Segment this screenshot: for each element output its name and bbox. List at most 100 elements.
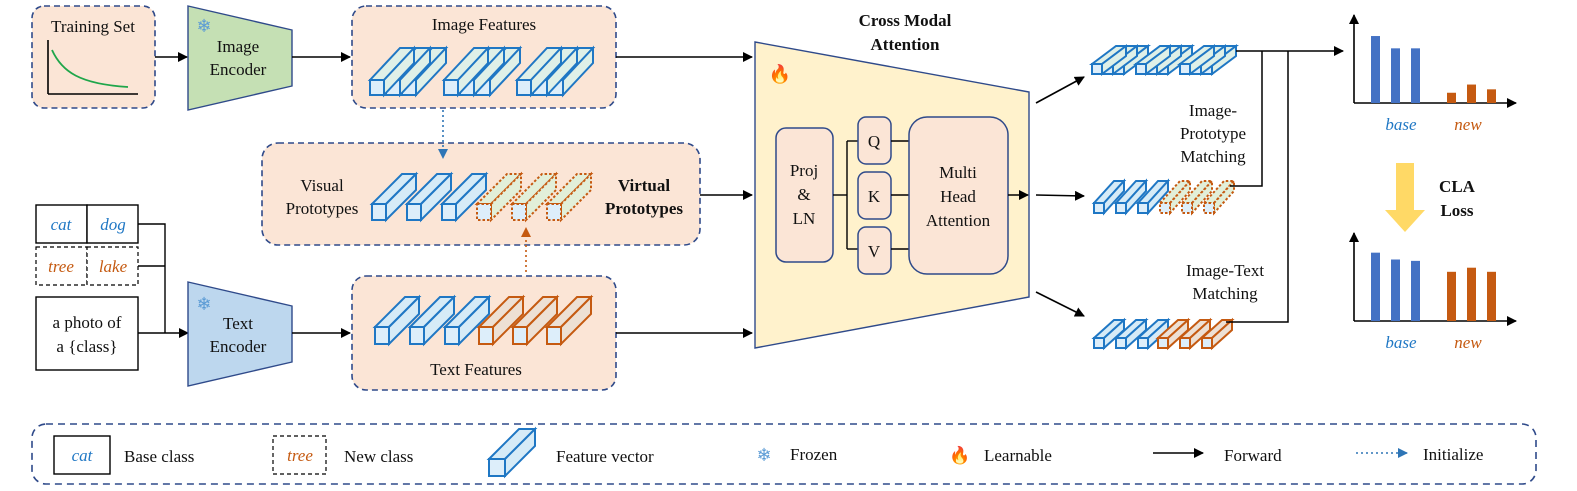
proj-label-2: & bbox=[797, 185, 810, 204]
output-text-vector bbox=[1199, 317, 1235, 351]
virtual-prototype-vector bbox=[544, 171, 594, 223]
k-label: K bbox=[868, 187, 881, 206]
cla-loss-label-1: CLA bbox=[1439, 177, 1476, 196]
prompt-line-2: a {class} bbox=[56, 337, 117, 356]
legend-base-label: Base class bbox=[124, 447, 194, 466]
class-lake: lake bbox=[99, 257, 128, 276]
image-encoder: ❄ Image Encoder bbox=[187, 5, 293, 111]
visual-prototypes-label-1: Visual bbox=[300, 176, 344, 195]
class-connector-top bbox=[138, 223, 166, 333]
legend-new-label: New class bbox=[344, 447, 413, 466]
chart-group-label-base: base bbox=[1385, 333, 1417, 352]
cla-loss-arrow bbox=[1385, 163, 1425, 232]
output-virtual-vector bbox=[1201, 178, 1237, 216]
cma-title-1: Cross Modal bbox=[859, 11, 952, 30]
chart-before: base new bbox=[1349, 14, 1517, 134]
cross-modal-attention: Cross Modal Attention 🔥 Proj & LN Q K V … bbox=[754, 11, 1030, 349]
image-features-panel: Image Features bbox=[351, 5, 617, 109]
frozen-icon: ❄ bbox=[196, 16, 211, 36]
output-feature-blocks bbox=[1089, 44, 1239, 351]
ip-matching-3: Matching bbox=[1180, 147, 1246, 166]
mha-label-3: Attention bbox=[926, 211, 991, 230]
virtual-prototypes-label-2: Prototypes bbox=[605, 199, 683, 218]
class-cat: cat bbox=[51, 215, 73, 234]
training-set-panel: Training Set bbox=[31, 5, 156, 109]
image-encoder-label-1: Image bbox=[217, 37, 259, 56]
chart-group-label-new: new bbox=[1454, 115, 1482, 134]
legend-feature-label: Feature vector bbox=[556, 447, 654, 466]
frozen-icon: ❄ bbox=[196, 294, 211, 314]
visual-prototype-vector bbox=[369, 171, 419, 223]
output-prototype-vector bbox=[1135, 178, 1171, 216]
virtual-prototype-vector bbox=[509, 171, 559, 223]
text-feature-vector bbox=[476, 294, 526, 347]
legend-learnable-label: Learnable bbox=[984, 446, 1052, 465]
feature-vector-icon bbox=[486, 426, 538, 479]
chart-group-label-new: new bbox=[1454, 333, 1482, 352]
output-prototype-vector bbox=[1091, 178, 1127, 216]
chart-bar bbox=[1371, 252, 1380, 321]
virtual-prototypes-label-1: Virtual bbox=[618, 176, 671, 195]
feature-vector-icon bbox=[486, 426, 538, 479]
prototype-blocks bbox=[369, 171, 594, 223]
text-features-title: Text Features bbox=[430, 360, 522, 379]
v-label: V bbox=[868, 242, 881, 261]
image-feature-vector bbox=[514, 45, 564, 98]
visual-prototype-vector bbox=[404, 171, 454, 223]
legend-new-box bbox=[272, 435, 327, 475]
mha-label-1: Multi bbox=[939, 163, 977, 182]
ip-matching-2: Prototype bbox=[1180, 124, 1246, 143]
chart-bar bbox=[1391, 259, 1400, 321]
chart-bar bbox=[1371, 36, 1380, 103]
out-image-arrow bbox=[1035, 76, 1085, 104]
text-feature-vector bbox=[372, 294, 422, 347]
it-matching-1: Image-Text bbox=[1186, 261, 1264, 280]
chart-bar bbox=[1487, 271, 1496, 321]
ip-matching-1: Image- bbox=[1189, 101, 1237, 120]
text-match-line bbox=[1226, 51, 1289, 323]
long-tail-curve bbox=[51, 49, 129, 88]
text-feature-vector bbox=[544, 294, 594, 347]
out-proto-arrow bbox=[1035, 190, 1085, 201]
output-image-vector bbox=[1177, 44, 1217, 76]
image-encoder-label-2: Encoder bbox=[210, 60, 267, 79]
chart-bar bbox=[1467, 84, 1476, 103]
output-prototype-vector bbox=[1113, 178, 1149, 216]
training-set-title: Training Set bbox=[51, 17, 135, 36]
legend-frozen-label: Frozen bbox=[790, 445, 838, 464]
it-matching-2: Matching bbox=[1192, 284, 1258, 303]
output-virtual-vector bbox=[1179, 178, 1215, 216]
legend-base-box bbox=[53, 435, 111, 475]
out-text-arrow bbox=[1035, 291, 1085, 317]
mha-label-2: Head bbox=[940, 187, 976, 206]
chart-bar bbox=[1487, 89, 1496, 103]
proj-label-1: Proj bbox=[790, 161, 818, 180]
image-feature-vector bbox=[367, 45, 417, 98]
visual-prototypes-label-2: Prototypes bbox=[286, 199, 359, 218]
cla-loss-label-2: Loss bbox=[1440, 201, 1473, 220]
legend: cat Base class tree New class Feature ve… bbox=[31, 423, 1537, 485]
text-feature-vector bbox=[510, 294, 560, 347]
chart-group-label-base: base bbox=[1385, 115, 1417, 134]
learnable-icon: 🔥 bbox=[769, 63, 791, 84]
legend-forward-label: Forward bbox=[1224, 446, 1282, 465]
image-features-title: Image Features bbox=[432, 15, 536, 34]
output-virtual-vector bbox=[1157, 178, 1193, 216]
text-encoder: ❄ Text Encoder bbox=[187, 281, 293, 387]
prototypes-panel: Visual Prototypes Virtual Prototypes bbox=[261, 142, 701, 246]
proj-label-3: LN bbox=[793, 209, 816, 228]
text-encoder-label-1: Text bbox=[223, 314, 253, 333]
v-box bbox=[857, 226, 892, 275]
fire-icon: 🔥 bbox=[949, 445, 970, 465]
class-tree: tree bbox=[48, 257, 74, 276]
text-feature-vector bbox=[407, 294, 457, 347]
chart-after: base new bbox=[1349, 232, 1517, 352]
legend-initialize-label: Initialize bbox=[1423, 445, 1483, 464]
legend-base-sample: cat bbox=[72, 446, 94, 465]
text-feature-blocks bbox=[372, 294, 594, 347]
chart-bar bbox=[1411, 48, 1420, 103]
chart-bar bbox=[1447, 271, 1456, 321]
output-image-vector bbox=[1089, 44, 1129, 76]
text-feature-vector bbox=[442, 294, 492, 347]
